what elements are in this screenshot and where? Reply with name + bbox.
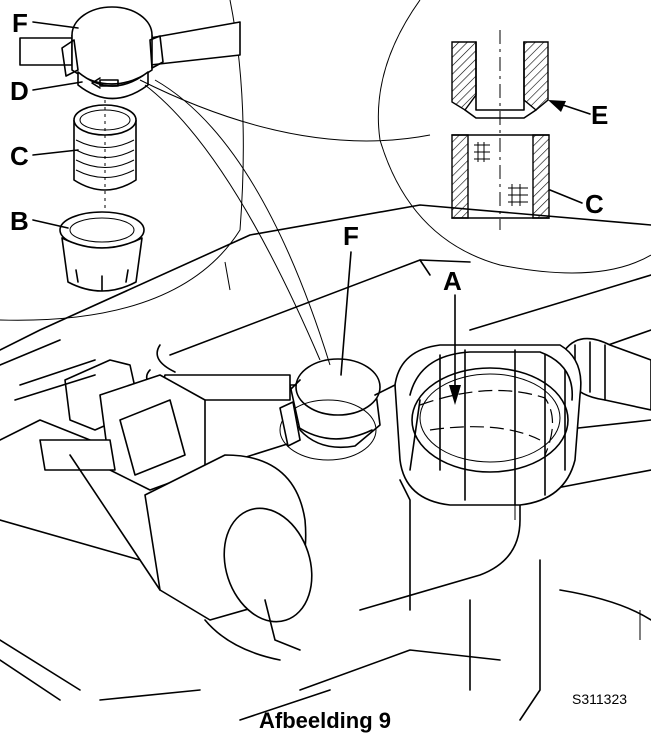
label-b: B <box>10 206 29 236</box>
arrowhead-e <box>548 100 566 112</box>
label-d: D <box>10 76 29 106</box>
exploded-detail-view <box>0 0 331 366</box>
label-c-left: C <box>10 141 29 171</box>
main-assembly <box>0 204 651 721</box>
figure-code: S311323 <box>572 691 627 707</box>
figure-caption: Afbeelding 9 <box>259 708 391 733</box>
label-c-right: C <box>585 189 604 219</box>
label-f-top: F <box>12 8 28 38</box>
leader-lines <box>32 21 591 405</box>
label-a: A <box>443 266 462 296</box>
section-detail-view <box>139 0 651 274</box>
arrowhead-a <box>449 385 461 405</box>
label-f-main: F <box>343 221 359 251</box>
label-e: E <box>591 100 608 130</box>
